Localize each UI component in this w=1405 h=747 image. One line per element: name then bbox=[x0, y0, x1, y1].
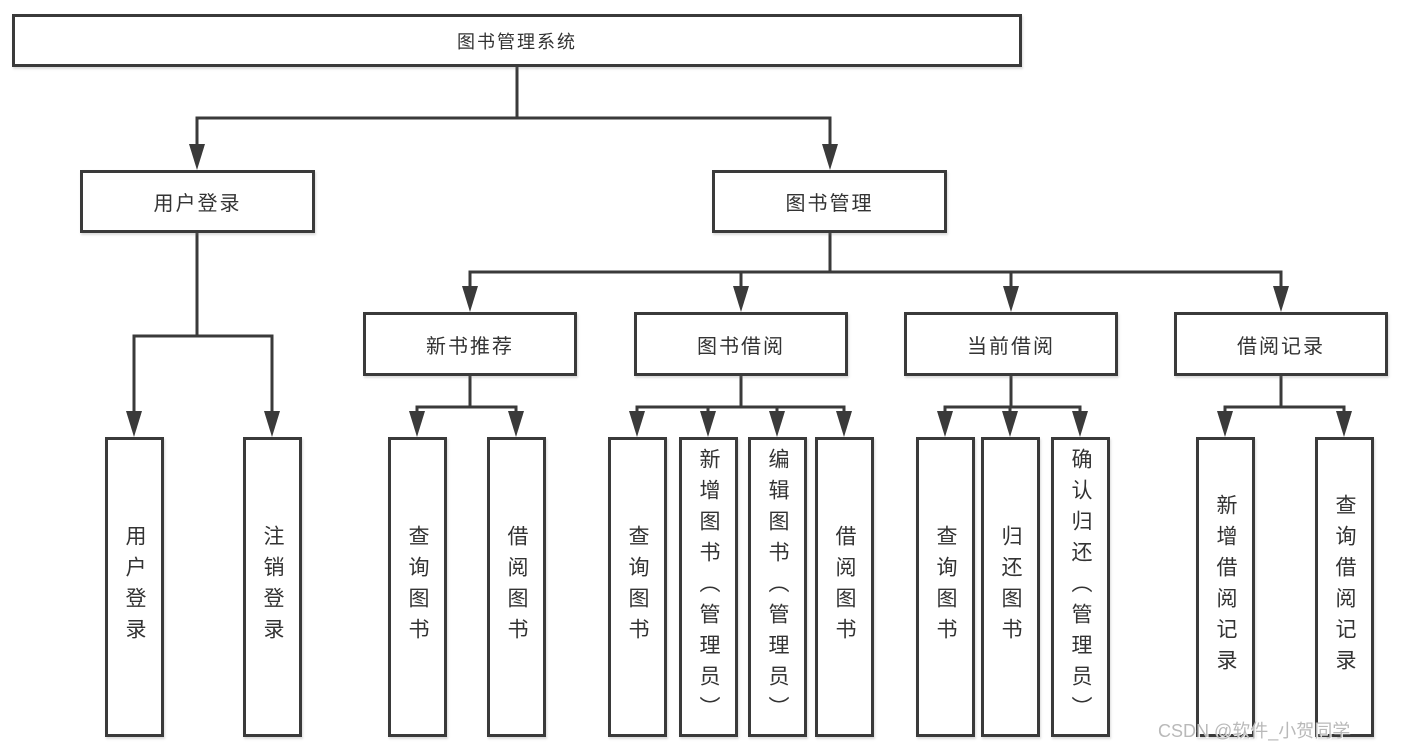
leaf-query-books-recommend: 查询图书 bbox=[388, 437, 447, 737]
leaf-label: 查询图书 bbox=[934, 525, 957, 649]
leaf-label: 查询图书 bbox=[626, 525, 649, 649]
leaf-user-login: 用户登录 bbox=[105, 437, 164, 737]
leaf-label: 归还图书 bbox=[999, 525, 1022, 649]
node-borrow-records: 借阅记录 bbox=[1174, 312, 1388, 376]
leaf-label: 借阅图书 bbox=[833, 525, 856, 649]
node-label: 当前借阅 bbox=[967, 335, 1055, 358]
node-new-book-recommendation: 新书推荐 bbox=[363, 312, 577, 376]
leaf-add-borrow-record: 新增借阅记录 bbox=[1196, 437, 1255, 737]
leaf-query-borrow-record: 查询借阅记录 bbox=[1315, 437, 1374, 737]
arrowheads bbox=[126, 144, 1352, 437]
node-label: 图书管理 bbox=[785, 193, 874, 215]
leaf-return-book: 归还图书 bbox=[981, 437, 1040, 737]
leaf-add-book-admin: 新增图书（管理员） bbox=[679, 437, 738, 737]
node-current-borrowing: 当前借阅 bbox=[904, 312, 1118, 376]
leaf-confirm-return-admin: 确认归还（管理员） bbox=[1051, 437, 1110, 737]
leaf-edit-book-admin: 编辑图书（管理员） bbox=[748, 437, 807, 737]
node-label: 新书推荐 bbox=[426, 335, 514, 358]
csdn-watermark: CSDN @软件_小贺同学 bbox=[1158, 721, 1351, 741]
leaf-label: 新增借阅记录 bbox=[1214, 494, 1237, 680]
leaf-borrow-books: 借阅图书 bbox=[815, 437, 874, 737]
leaf-query-books-borrowing: 查询图书 bbox=[608, 437, 667, 737]
leaf-label: 查询图书 bbox=[406, 525, 429, 649]
node-book-management: 图书管理 bbox=[712, 170, 947, 233]
leaf-label: 新增图书（管理员） bbox=[697, 447, 720, 727]
node-user-login: 用户登录 bbox=[80, 170, 315, 233]
leaf-logout: 注销登录 bbox=[243, 437, 302, 737]
leaf-query-books-current: 查询图书 bbox=[916, 437, 975, 737]
node-label: 图书借阅 bbox=[697, 335, 785, 358]
leaf-label: 借阅图书 bbox=[505, 525, 528, 649]
leaf-label: 确认归还（管理员） bbox=[1069, 447, 1092, 727]
node-label: 图书管理系统 bbox=[457, 31, 577, 52]
leaf-borrow-books-recommend: 借阅图书 bbox=[487, 437, 546, 737]
node-library-management-system: 图书管理系统 bbox=[12, 14, 1022, 67]
leaf-label: 用户登录 bbox=[123, 525, 146, 649]
leaf-label: 编辑图书（管理员） bbox=[766, 447, 789, 727]
node-book-borrowing: 图书借阅 bbox=[634, 312, 848, 376]
leaf-label: 注销登录 bbox=[261, 525, 284, 649]
node-label: 借阅记录 bbox=[1237, 335, 1325, 358]
node-label: 用户登录 bbox=[153, 193, 242, 215]
leaf-label: 查询借阅记录 bbox=[1333, 494, 1356, 680]
